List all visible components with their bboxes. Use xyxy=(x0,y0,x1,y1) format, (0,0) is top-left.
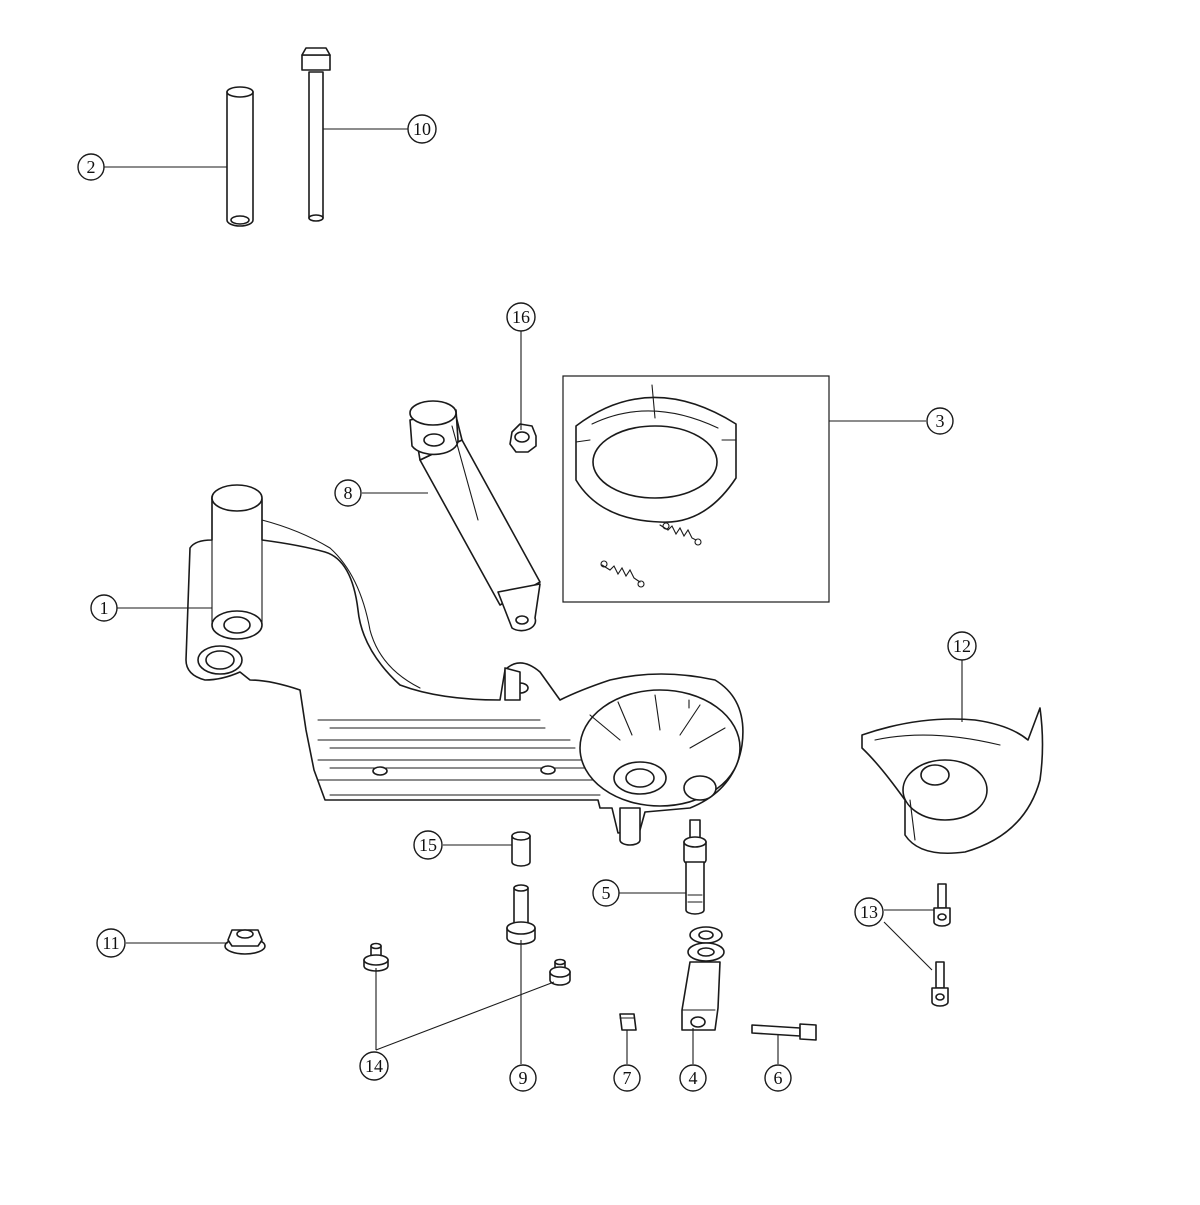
callout-12: 12 xyxy=(947,631,977,661)
part-10-long-bolt xyxy=(301,47,331,222)
callout-6-label: 6 xyxy=(774,1068,783,1088)
callout-10: 10 xyxy=(407,114,437,144)
part-3-spring-a xyxy=(659,522,702,546)
part-9-bolt xyxy=(506,884,536,945)
callout-13-label: 13 xyxy=(860,902,878,922)
callout-8-label: 8 xyxy=(344,483,353,503)
part-15-pin xyxy=(511,831,531,867)
callout-11-label: 11 xyxy=(102,933,119,953)
callout-1-label: 1 xyxy=(100,598,109,618)
callout-10-label: 10 xyxy=(413,119,431,139)
callout-14: 14 xyxy=(359,1051,389,1081)
part-13-screw-b xyxy=(931,961,949,1007)
callout-2-label: 2 xyxy=(87,157,96,177)
part-3-spring-b xyxy=(600,560,645,588)
part-4-lever xyxy=(681,926,725,1031)
part-14-rivet-b xyxy=(549,958,571,986)
callout-15-label: 15 xyxy=(419,835,437,855)
callout-7-label: 7 xyxy=(623,1068,632,1088)
part-12-cover xyxy=(861,707,1044,855)
callout-11: 11 xyxy=(96,928,126,958)
part-11-flange-nut xyxy=(224,929,266,955)
callout-15: 15 xyxy=(413,830,443,860)
callout-3-label: 3 xyxy=(936,411,945,431)
part-5-shaft xyxy=(683,819,707,915)
callout-16-label: 16 xyxy=(512,307,530,327)
callout-7: 7 xyxy=(613,1064,641,1092)
callout-2: 2 xyxy=(77,153,105,181)
leader-14b xyxy=(375,981,555,1051)
part-16-nut xyxy=(509,423,537,453)
part-1-swing-arm xyxy=(185,484,744,846)
callout-14-label: 14 xyxy=(365,1056,383,1076)
callout-6: 6 xyxy=(764,1064,792,1092)
part-3-group-box xyxy=(562,375,830,603)
callout-1: 1 xyxy=(90,594,118,622)
part-8-shock-absorber xyxy=(409,400,541,632)
callout-5: 5 xyxy=(592,879,620,907)
part-7-small-nut xyxy=(619,1013,637,1031)
callout-16: 16 xyxy=(506,302,536,332)
callout-5-label: 5 xyxy=(602,883,611,903)
callout-8: 8 xyxy=(334,479,362,507)
part-6-cap-screw xyxy=(751,1023,817,1041)
part-2-sleeve xyxy=(226,86,254,227)
callout-13: 13 xyxy=(854,897,884,927)
part-14-rivet-a xyxy=(363,942,389,972)
leader-lines xyxy=(104,128,963,1064)
leader-13b xyxy=(883,921,933,971)
callout-9: 9 xyxy=(509,1064,537,1092)
callout-3: 3 xyxy=(926,407,954,435)
part-13-screw-a xyxy=(933,883,951,927)
callout-9-label: 9 xyxy=(519,1068,528,1088)
part-3-clutch-shoe xyxy=(575,384,737,523)
callout-4: 4 xyxy=(679,1064,707,1092)
callout-12-label: 12 xyxy=(953,636,971,656)
callout-4-label: 4 xyxy=(689,1068,698,1088)
